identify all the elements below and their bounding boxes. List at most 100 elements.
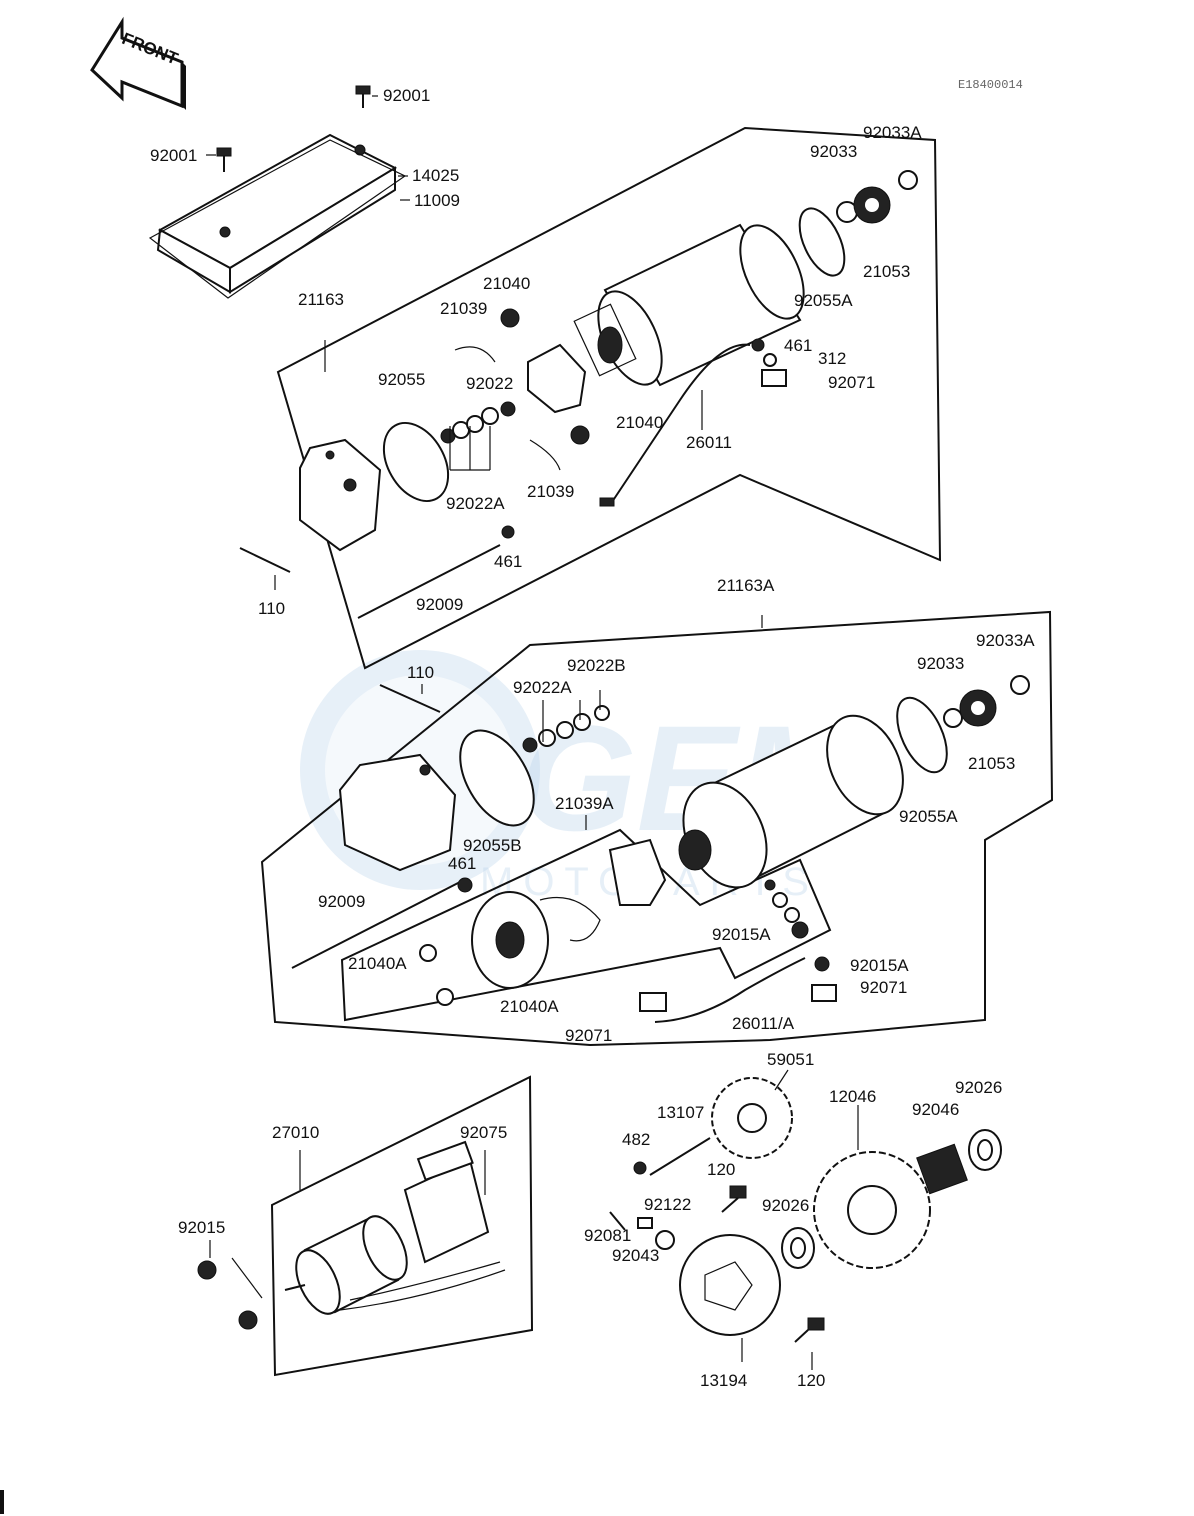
o-ring-92055A-middle [896,696,948,774]
bolt-110-top [239,547,291,573]
label-21040-b: 21040 [616,413,663,432]
label-21039-b: 21039 [527,482,574,501]
cap-92071-left [639,992,667,1012]
assembly-21163-frame [276,126,942,670]
brush-holder-21040-a [500,308,520,328]
nut-461-c [457,877,473,893]
label-92026-a: 92026 [955,1078,1002,1097]
end-cap-top [299,438,382,552]
label-461-c: 461 [448,854,476,873]
label-26011: 26011 [686,433,732,452]
label-461-a: 461 [784,336,812,355]
label-21040-a: 21040 [483,274,530,293]
spring-92081 [609,1211,626,1231]
o-ring-92055A-top [798,207,846,277]
label-21053-a: 21053 [863,262,910,281]
edge-mark [0,1490,4,1514]
label-461-b: 461 [494,552,522,571]
label-92001-top: 92001 [383,86,430,105]
pin-92122 [637,1217,653,1229]
label-92026-b: 92026 [762,1196,809,1215]
label-12046: 12046 [829,1087,876,1106]
cap-92071-top [761,369,787,387]
label-92055: 92055 [378,370,425,389]
label-21039A: 21039A [555,794,614,813]
brush-21039-a [454,346,496,363]
roller-92043 [655,1230,675,1250]
label-92055A-b: 92055A [899,807,958,826]
bolt-92001-top [355,85,371,108]
nut-92015A [814,956,830,972]
label-92033A-a: 92033A [863,123,922,142]
circlip-92033A-top [898,170,918,190]
clutch-body-13194 [679,1234,781,1336]
label-21040A-a: 21040A [348,954,407,973]
clip-482 [633,1161,647,1175]
lead-26011-top [609,343,751,506]
brush-holder-21040A-b [436,988,454,1006]
assembly-21163A-frame [260,610,1054,1047]
label-13194: 13194 [700,1371,747,1390]
label-92071-b: 92071 [860,978,907,997]
starter-housing-top [573,223,805,387]
label-92043: 92043 [612,1246,659,1265]
front-arrow-icon: FRONT [90,16,186,110]
brush-21039-b [529,439,561,471]
label-92022: 92022 [466,374,513,393]
bearing-92046 [916,1143,968,1195]
label-482: 482 [622,1130,650,1149]
circlip-92033A-middle [1010,675,1030,695]
label-11009: 11009 [414,191,460,210]
label-59051: 59051 [767,1050,814,1069]
label-110-a: 110 [258,599,285,618]
label-21163A: 21163A [717,576,775,595]
label-21040A-b: 21040A [500,997,559,1016]
label-92055B: 92055B [463,836,522,855]
label-92022A-a: 92022A [446,494,505,513]
label-92122: 92122 [644,1195,691,1214]
leader-lines [206,95,859,1370]
starter-27010-frame [270,1075,534,1377]
o-ring-92055B [459,729,535,827]
sprocket-59051 [711,1077,793,1159]
label-92009-a: 92009 [416,595,463,614]
gear-12046 [813,1151,931,1269]
brush-21039A [539,896,601,942]
label-92071-a: 92071 [828,373,875,392]
starter-lead [339,1269,506,1311]
washers-92022A-top [440,401,516,444]
label-92071-c: 92071 [565,1026,612,1045]
label-14025: 14025 [412,166,459,185]
through-bolt-92009-top [357,544,501,619]
label-92055A-a: 92055A [794,291,853,310]
label-21163: 21163 [298,290,344,309]
label-312: 312 [818,349,846,368]
end-cap-middle [338,753,457,872]
shaft-13107 [649,1137,711,1176]
washer-312 [763,353,777,367]
brush-plate-middle [471,891,549,989]
through-bolt-92009-middle [291,881,461,969]
starter-motor-27010 [284,1215,408,1315]
bolt-92001-left [216,147,232,172]
brush-plate-top [527,343,587,414]
label-92022B: 92022B [567,656,626,675]
brush-holder-21040A-a [419,944,437,962]
label-92015: 92015 [178,1218,225,1237]
label-92015A-b: 92015A [850,956,909,975]
label-13107: 13107 [657,1103,704,1122]
label-120-b: 120 [797,1371,825,1390]
label-92022A-b: 92022A [513,678,572,697]
cover-92075 [403,1140,490,1264]
label-92033-b: 92033 [917,654,964,673]
label-21039-a: 21039 [440,299,487,318]
nut-92015-a [197,1260,217,1280]
lead-26011A [654,957,806,1023]
o-ring-92055-top [382,422,450,502]
brush-holder-21040-b [570,425,590,445]
label-27010: 27010 [272,1123,319,1142]
washers-92015A [764,879,809,939]
label-92033A-b: 92033A [976,631,1035,650]
label-92001-left: 92001 [150,146,197,165]
cap-92071-right [811,984,837,1002]
